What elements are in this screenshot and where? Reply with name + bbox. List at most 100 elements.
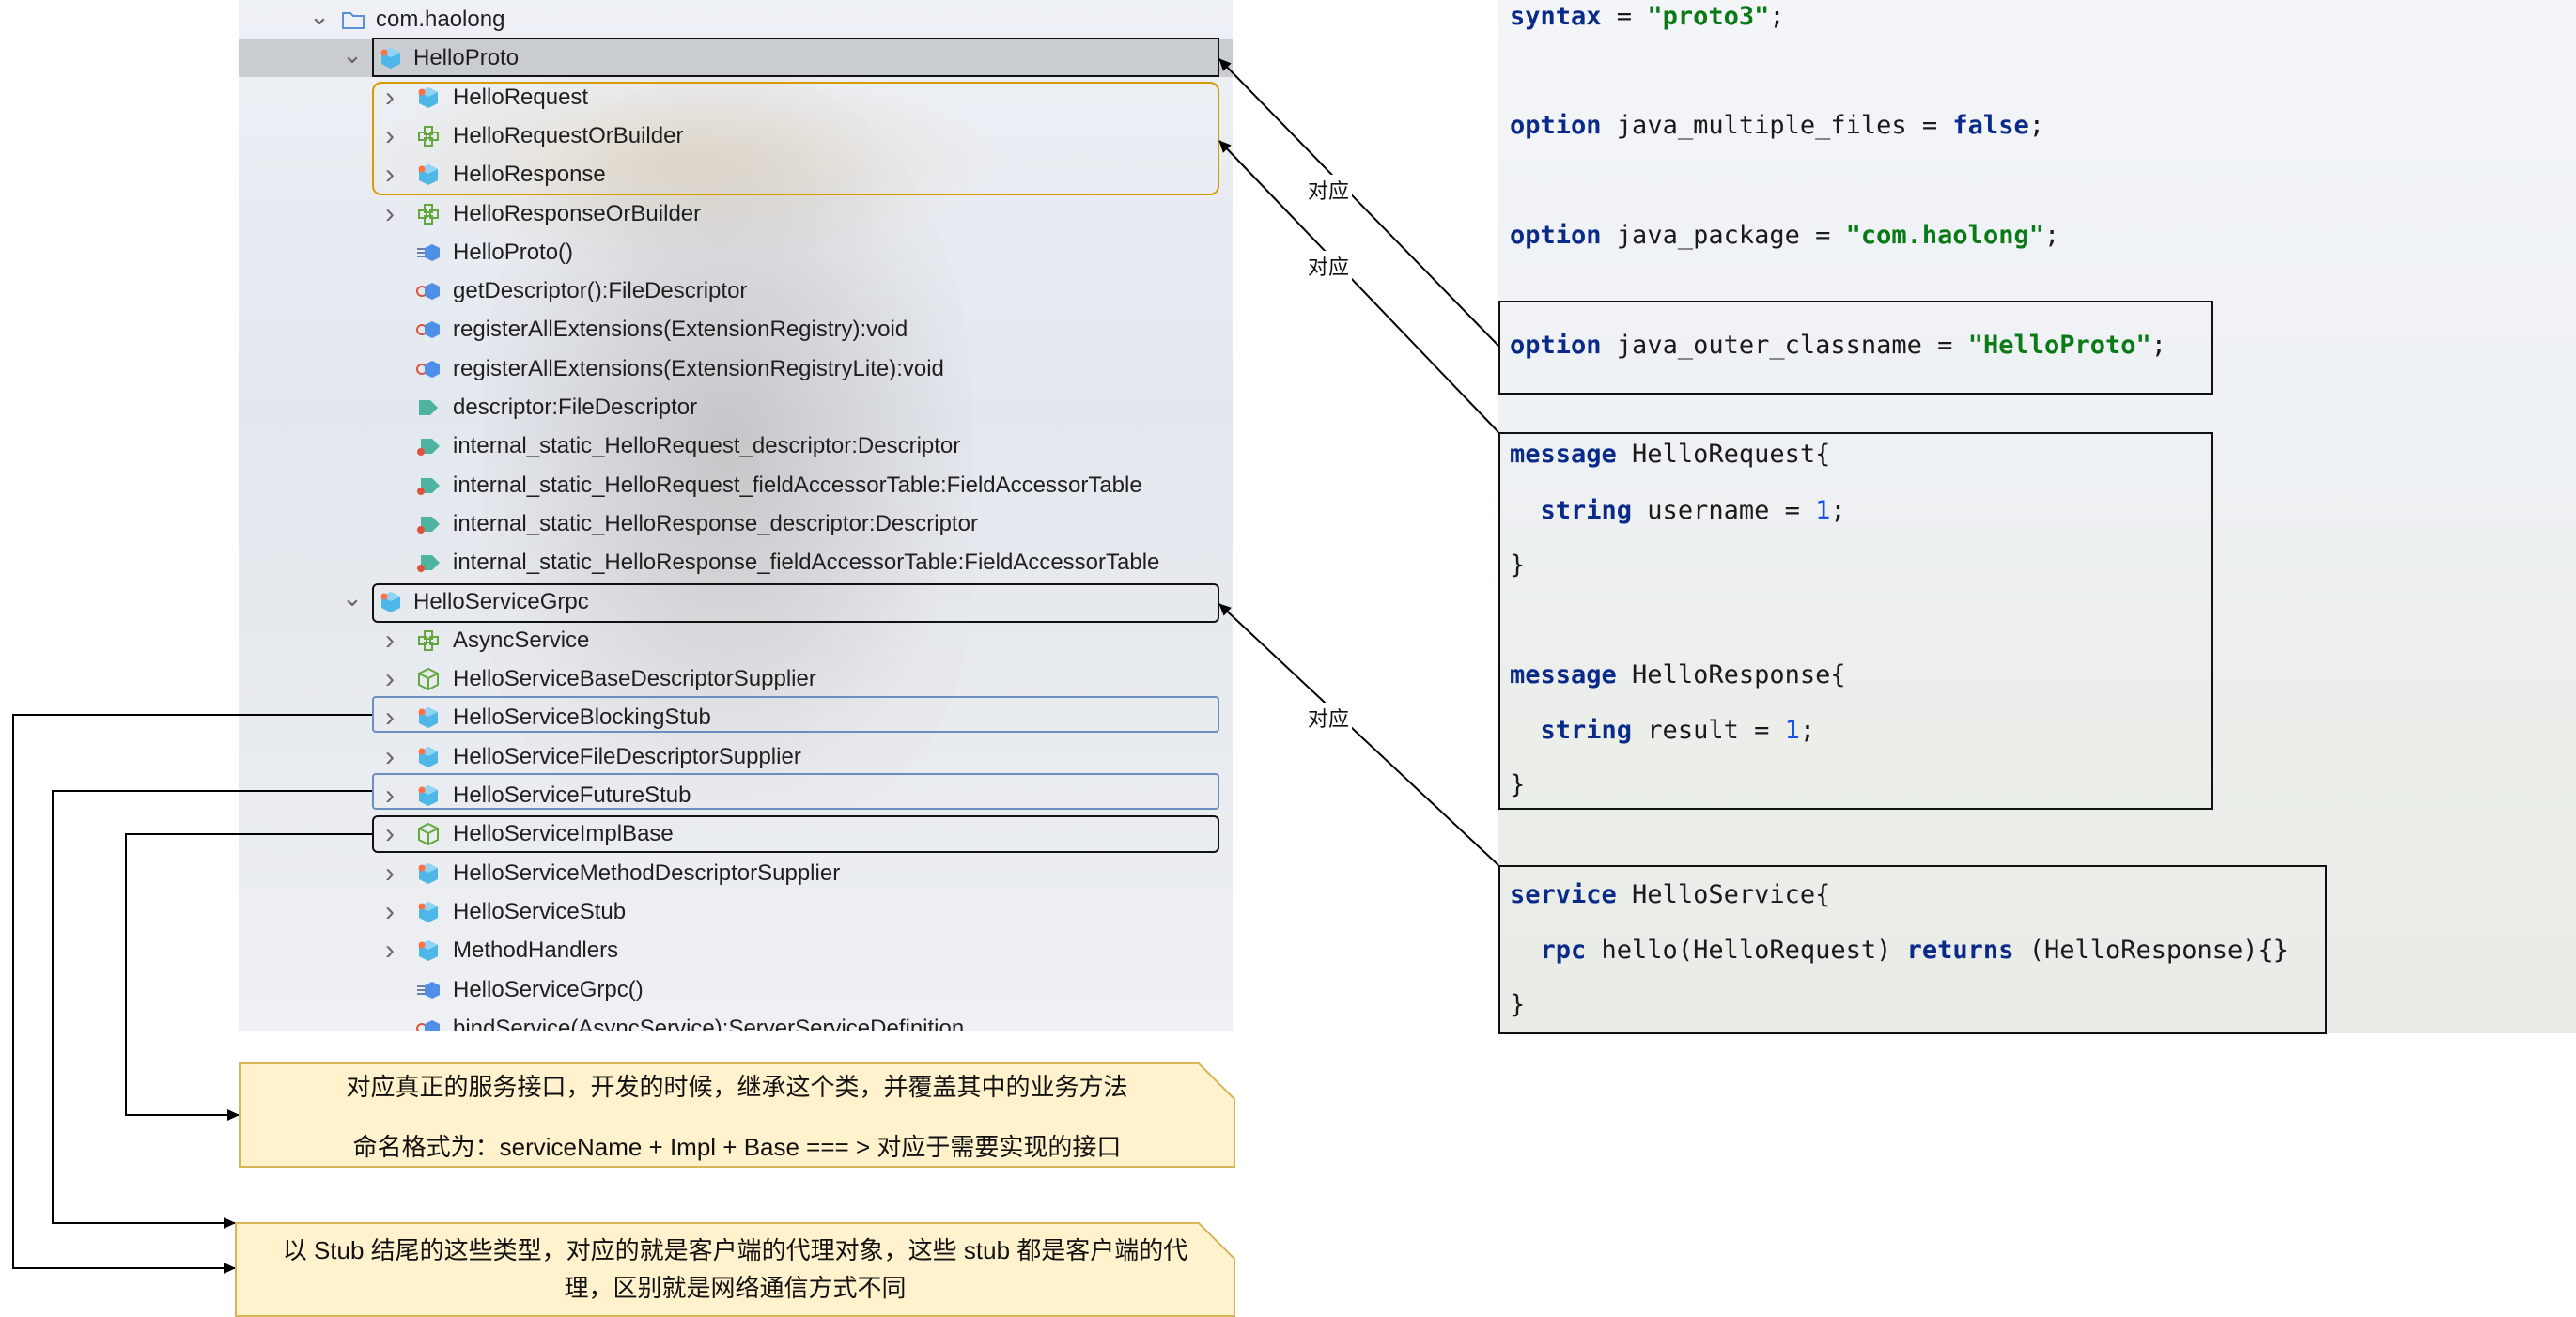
tree-row[interactable]: ⌄ HelloProto xyxy=(239,39,1233,78)
code-line: string result = 1; xyxy=(1510,714,1816,748)
chevron-right-icon[interactable]: › xyxy=(385,119,395,151)
code-token: option xyxy=(1510,221,1602,250)
tree-row[interactable]: ›HelloRequestOrBuilder xyxy=(239,117,1233,155)
chevron-down-icon[interactable]: ⌄ xyxy=(342,39,363,69)
interface-icon xyxy=(415,123,442,149)
code-token: java_multiple_files = xyxy=(1601,111,1953,140)
tree-row[interactable]: ›HelloServiceStub xyxy=(239,893,1233,931)
constructor-icon xyxy=(415,977,442,1003)
stub-note-line2: 理，区别就是网络通信方式不同 xyxy=(564,1274,907,1302)
interface-icon xyxy=(415,628,442,654)
code-token: rpc xyxy=(1510,936,1587,965)
tree-row[interactable]: internal_static_HelloResponse_descriptor… xyxy=(239,505,1233,543)
tree-row[interactable]: ›HelloServiceBlockingStub xyxy=(239,699,1233,736)
code-line: option java_multiple_files = false; xyxy=(1510,109,2044,143)
code-token: ; xyxy=(1830,496,1846,525)
chevron-right-icon[interactable]: › xyxy=(385,895,395,927)
chevron-right-icon[interactable]: › xyxy=(385,197,395,229)
chevron-right-icon[interactable]: › xyxy=(385,818,395,850)
connector-messages-to-classes xyxy=(1218,140,1499,433)
code-line: service HelloService{ xyxy=(1510,878,1830,912)
code-token: service xyxy=(1510,880,1617,909)
tree-row[interactable]: HelloProto() xyxy=(239,234,1233,271)
tree-row-label: HelloServiceFileDescriptorSupplier xyxy=(453,743,801,769)
tree-row[interactable]: internal_static_HelloRequest_descriptor:… xyxy=(239,427,1233,465)
project-tree: ⌄com.haolong⌄HelloProto›HelloRequest›Hel… xyxy=(239,0,1233,1031)
stub-note: 以 Stub 结尾的这些类型，对应的就是客户端的代理对象，这些 stub 都是客… xyxy=(235,1222,1235,1317)
tree-row[interactable]: ⌄ com.haolong xyxy=(239,1,1233,39)
code-token: ; xyxy=(2043,221,2060,250)
tree-row[interactable]: ›HelloRequest xyxy=(239,79,1233,116)
stub-note-line1: 以 Stub 结尾的这些类型，对应的就是客户端的代理对象，这些 stub 都是客… xyxy=(282,1236,1188,1264)
code-line: } xyxy=(1510,988,1525,1022)
tree-row[interactable]: ›HelloServiceBaseDescriptorSupplier xyxy=(239,660,1233,698)
static-method-icon xyxy=(415,317,442,343)
static-method-icon xyxy=(415,278,442,304)
chevron-right-icon[interactable]: › xyxy=(385,159,395,191)
tree-row[interactable]: HelloServiceGrpc() xyxy=(239,971,1233,1009)
tree-row-label: MethodHandlers xyxy=(453,937,619,964)
implbase-note-line1: 对应真正的服务接口，开发的时候，继承这个类，并覆盖其中的业务方法 xyxy=(346,1073,1128,1101)
code-token: message xyxy=(1510,440,1617,469)
connector-implbase-to-note xyxy=(125,833,372,1121)
tree-row[interactable]: internal_static_HelloRequest_fieldAccess… xyxy=(239,467,1233,504)
chevron-right-icon[interactable]: › xyxy=(385,81,395,113)
tree-row-label: registerAllExtensions(ExtensionRegistry)… xyxy=(453,317,908,343)
tree-row[interactable]: › HelloServiceFileDescriptorSupplier xyxy=(239,738,1233,776)
tree-row-label: internal_static_HelloRequest_descriptor:… xyxy=(453,433,961,459)
messages-box xyxy=(1498,432,2213,810)
tree-row[interactable]: registerAllExtensions(ExtensionRegistry)… xyxy=(239,311,1233,349)
chevron-right-icon[interactable]: › xyxy=(385,780,395,811)
chevron-right-icon[interactable]: › xyxy=(385,624,395,656)
tree-row[interactable]: ›HelloResponseOrBuilder xyxy=(239,195,1233,233)
chevron-right-icon[interactable]: › xyxy=(385,935,395,967)
chevron-right-icon[interactable]: › xyxy=(385,740,395,772)
chevron-down-icon[interactable]: ⌄ xyxy=(309,1,330,30)
class-icon xyxy=(378,45,404,71)
code-line: } xyxy=(1510,549,1525,582)
tree-row[interactable]: ⌄HelloServiceGrpc xyxy=(239,583,1233,621)
tree-row[interactable]: internal_static_HelloResponse_fieldAcces… xyxy=(239,544,1233,581)
tree-row[interactable]: ›AsyncService xyxy=(239,622,1233,659)
implbase-note: 对应真正的服务接口，开发的时候，继承这个类，并覆盖其中的业务方法 命名格式为：s… xyxy=(239,1062,1235,1168)
tree-row[interactable]: descriptor:FileDescriptor xyxy=(239,389,1233,426)
code-line: option java_outer_classname = "HelloProt… xyxy=(1510,329,2166,363)
tree-row[interactable]: registerAllExtensions(ExtensionRegistryL… xyxy=(239,350,1233,388)
tree-row[interactable]: › MethodHandlers xyxy=(239,932,1233,969)
code-token: string xyxy=(1510,716,1633,745)
chevron-down-icon[interactable]: ⌄ xyxy=(342,583,363,612)
tree-row-label: com.haolong xyxy=(376,7,505,32)
code-line: } xyxy=(1510,768,1525,802)
code-token: } xyxy=(1510,770,1526,799)
tree-row[interactable]: ›HelloServiceFutureStub xyxy=(239,777,1233,814)
correspondence-label-3: 对应 xyxy=(1305,703,1353,733)
tree-row-label: HelloProto xyxy=(413,45,520,71)
chevron-right-icon[interactable]: › xyxy=(385,663,395,695)
background-art xyxy=(351,56,1009,263)
tree-row[interactable]: getDescriptor():FileDescriptor xyxy=(239,272,1233,310)
class-icon xyxy=(415,899,442,925)
tree-row[interactable]: ›HelloResponse xyxy=(239,156,1233,194)
tree-row-label: internal_static_HelloResponse_descriptor… xyxy=(453,510,978,536)
chevron-right-icon[interactable]: › xyxy=(385,702,395,734)
tree-row-label: HelloServiceMethodDescriptorSupplier xyxy=(453,860,841,886)
tree-row[interactable]: › HelloServiceMethodDescriptorSupplier xyxy=(239,855,1233,892)
tree-row[interactable]: bindService(AsyncService):ServerServiceD… xyxy=(239,1010,1233,1031)
static-field-icon xyxy=(415,473,442,499)
code-token: ; xyxy=(1769,2,1785,31)
code-line: message HelloRequest{ xyxy=(1510,438,1830,472)
message-classes-highlight-box xyxy=(372,82,1219,195)
code-line: syntax = "proto3"; xyxy=(1510,0,1785,34)
abstract-class-icon xyxy=(415,666,442,692)
connector-service-to-grpc xyxy=(1218,603,1499,866)
tree-row-label: HelloServiceGrpc() xyxy=(453,976,644,1002)
service-box xyxy=(1498,865,2327,1034)
chevron-right-icon[interactable]: › xyxy=(385,857,395,889)
connector-futurestub-to-note xyxy=(52,790,372,1229)
code-token: java_package = xyxy=(1601,221,1846,250)
tree-row[interactable]: ›HelloServiceImplBase xyxy=(239,815,1233,853)
abstract-class-icon xyxy=(415,821,442,847)
class-icon xyxy=(415,744,442,770)
code-token: } xyxy=(1510,550,1526,580)
